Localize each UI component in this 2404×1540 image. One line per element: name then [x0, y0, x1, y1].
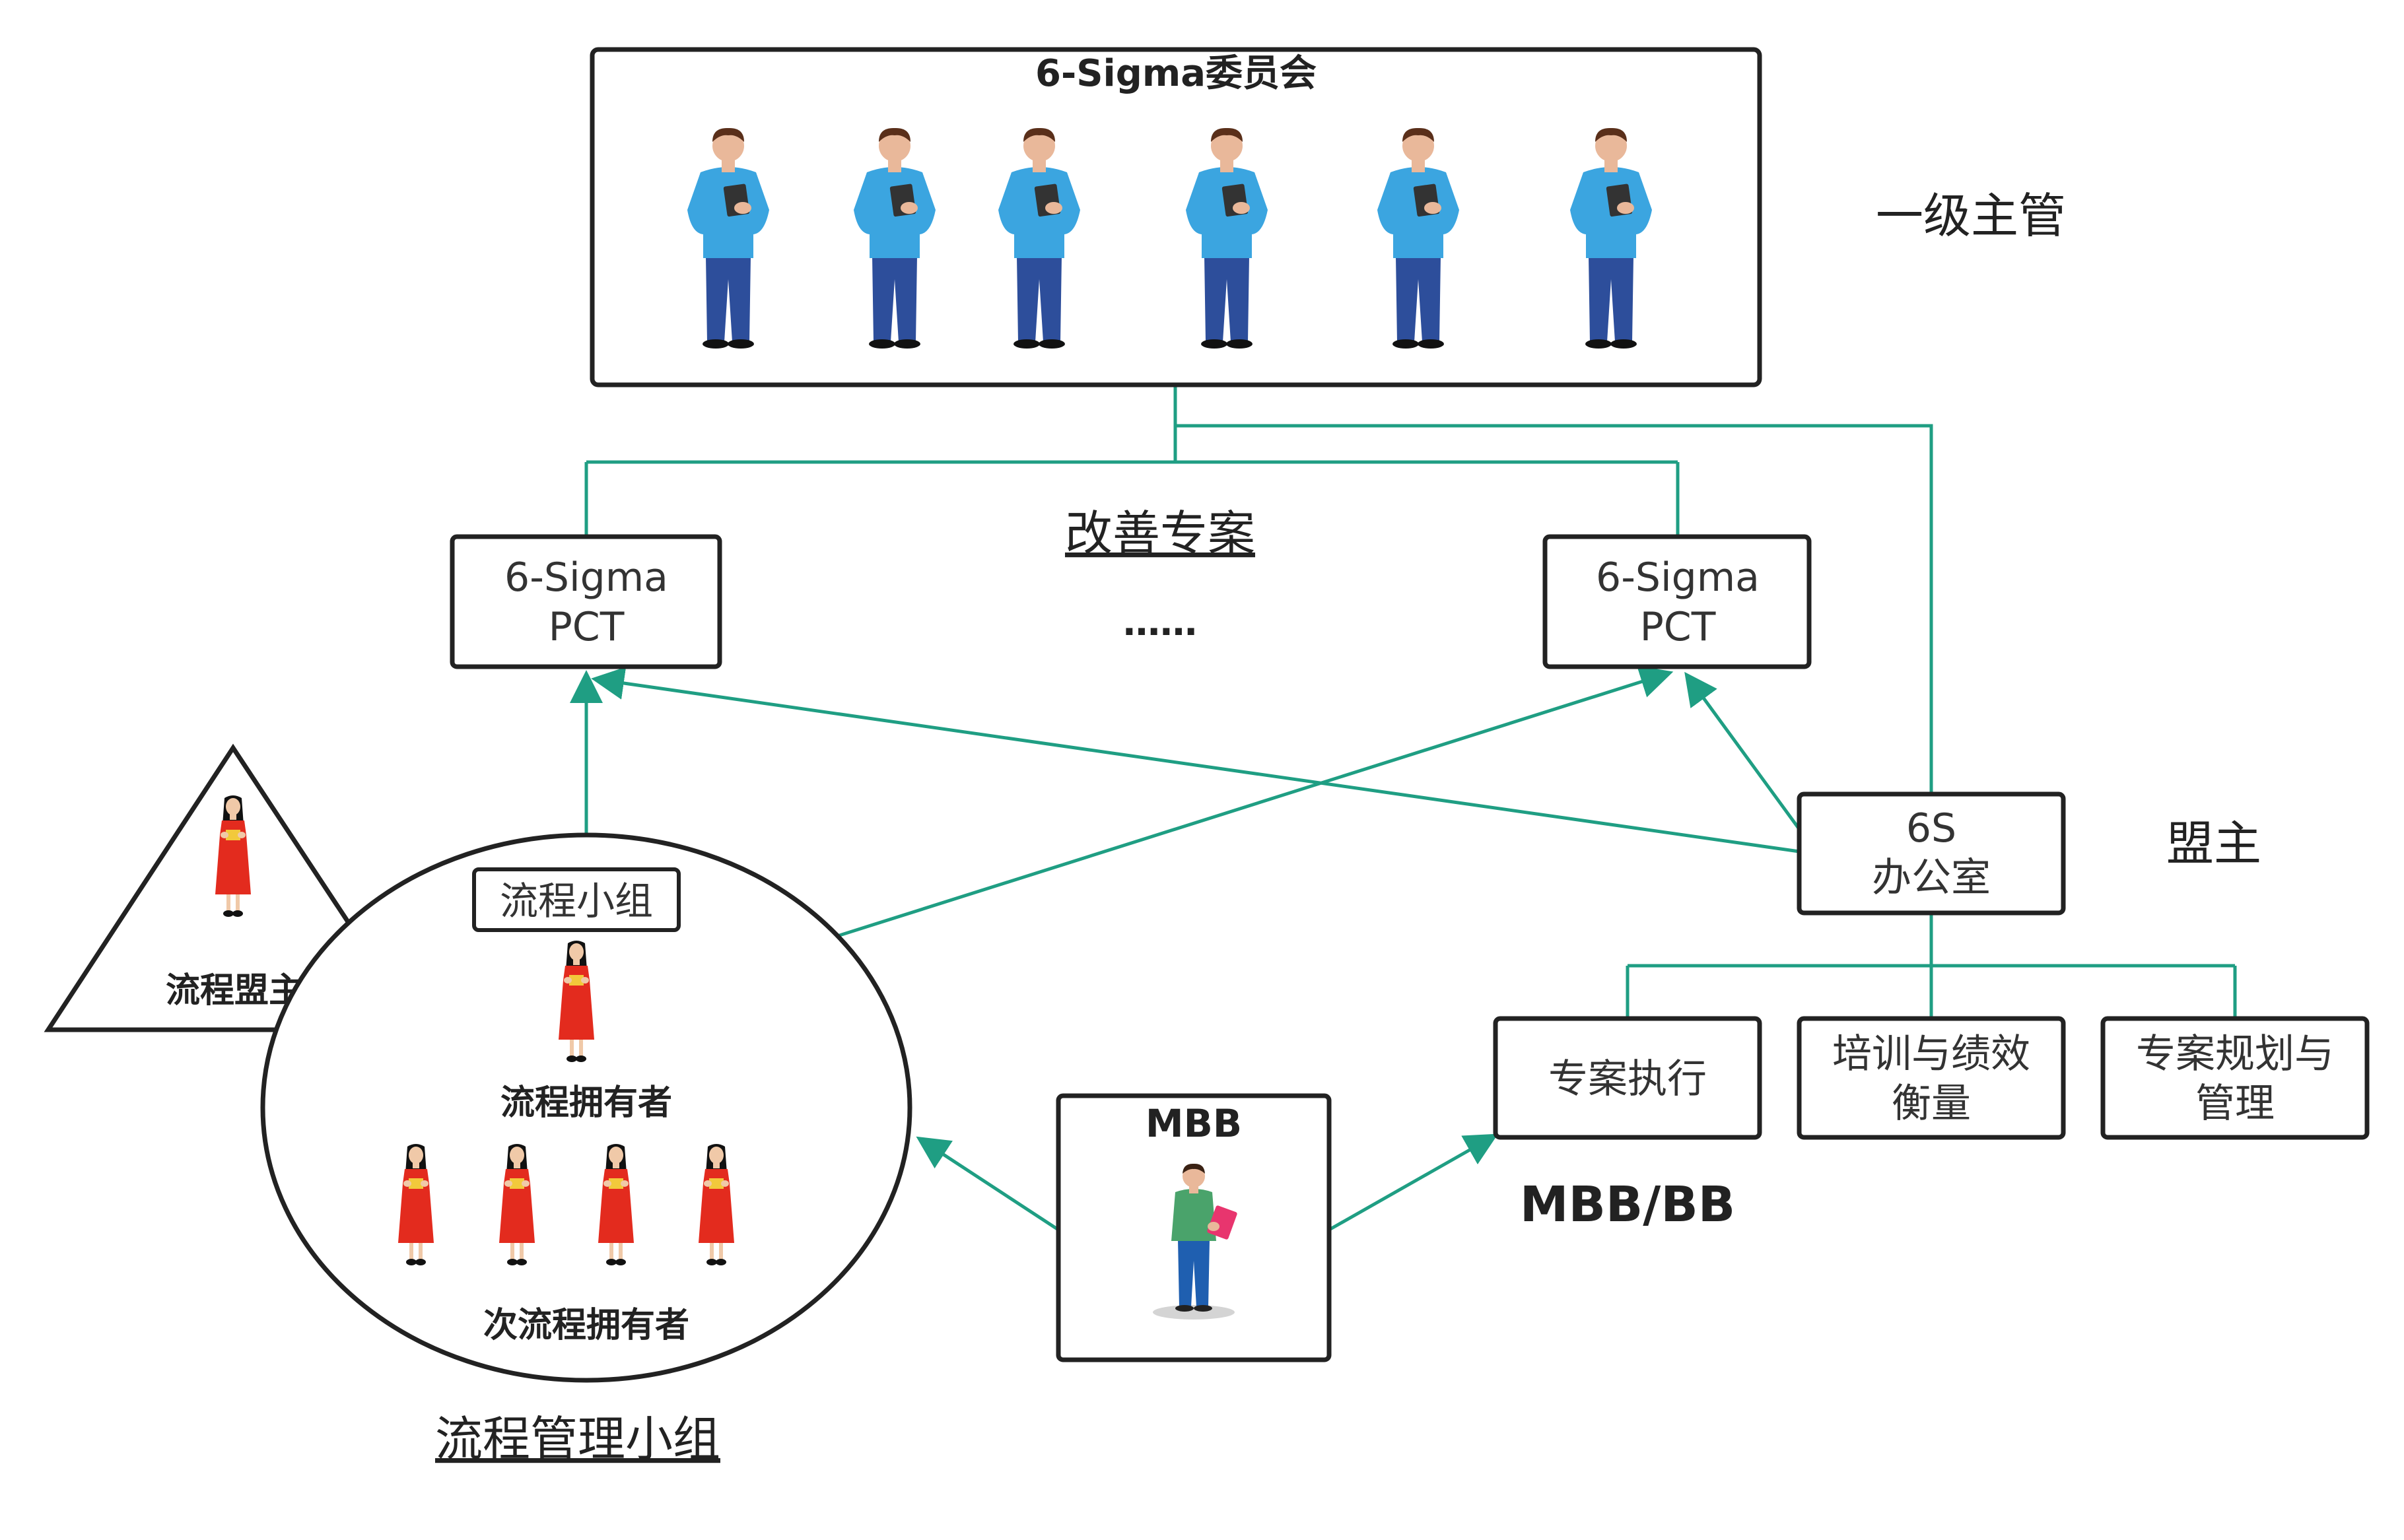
process-group-circle: 流程小组 流程拥有者 次流程拥有者 — [260, 832, 912, 1383]
pct-left-line2: PCT — [549, 604, 625, 650]
pct-right-line2: PCT — [1640, 604, 1716, 650]
label-alliance-leader: 盟主 — [2166, 816, 2261, 871]
connector-office-to-subboxes — [1626, 913, 2237, 1019]
pct-left-box: 6-Sigma PCT — [450, 534, 722, 669]
label-level1-manager: 一级主管 — [1876, 188, 2066, 244]
planning-line1: 专案规划与 — [2136, 1031, 2334, 1077]
training-box: 培训与绩效 衡量 — [1797, 1016, 2066, 1140]
arrow-mbb-to-circle — [916, 1136, 1060, 1232]
process-group-label: 流程小组 — [500, 879, 653, 923]
training-line2: 衡量 — [1892, 1081, 1971, 1127]
label-process-mgmt-group: 流程管理小组 — [435, 1411, 720, 1467]
execution-line1: 专案执行 — [1548, 1056, 1707, 1102]
sub-process-owner-label: 次流程拥有者 — [483, 1306, 689, 1345]
office-line1: 6S — [1906, 805, 1956, 852]
arrow-office-to-left-pct — [591, 667, 1800, 854]
training-line1: 培训与绩效 — [1832, 1031, 2030, 1077]
pct-right-box: 6-Sigma PCT — [1542, 534, 1812, 669]
mbb-box: MBB — [1056, 1093, 1332, 1362]
office-line2: 办公室 — [1872, 855, 1991, 901]
connector-committee-to-pcts — [584, 385, 1680, 537]
label-mbb-bb: MBB/BB — [1520, 1176, 1735, 1233]
arrow-office-to-right-pct — [1684, 671, 1801, 830]
label-improvement-project: 改善专案 — [1065, 506, 1255, 561]
process-owner-label: 流程拥有者 — [500, 1083, 672, 1123]
process-leader-label: 流程盟主 — [166, 971, 303, 1011]
connector-committee-to-office — [1175, 424, 1933, 794]
planning-line2: 管理 — [2195, 1081, 2275, 1127]
committee-title: 6-Sigma委员会 — [1035, 52, 1317, 95]
execution-box: 专案执行 — [1493, 1016, 1762, 1140]
pct-right-line1: 6-Sigma — [1596, 554, 1760, 601]
mbb-title: MBB — [1146, 1101, 1242, 1146]
label-ellipsis: …… — [1123, 601, 1197, 644]
planning-box: 专案规划与 管理 — [2100, 1016, 2370, 1140]
pct-left-line1: 6-Sigma — [504, 554, 668, 601]
arrow-mbb-to-execution — [1328, 1133, 1499, 1232]
committee-box: 6-Sigma委员会 — [590, 47, 1762, 387]
office-box: 6S 办公室 — [1797, 791, 2066, 916]
